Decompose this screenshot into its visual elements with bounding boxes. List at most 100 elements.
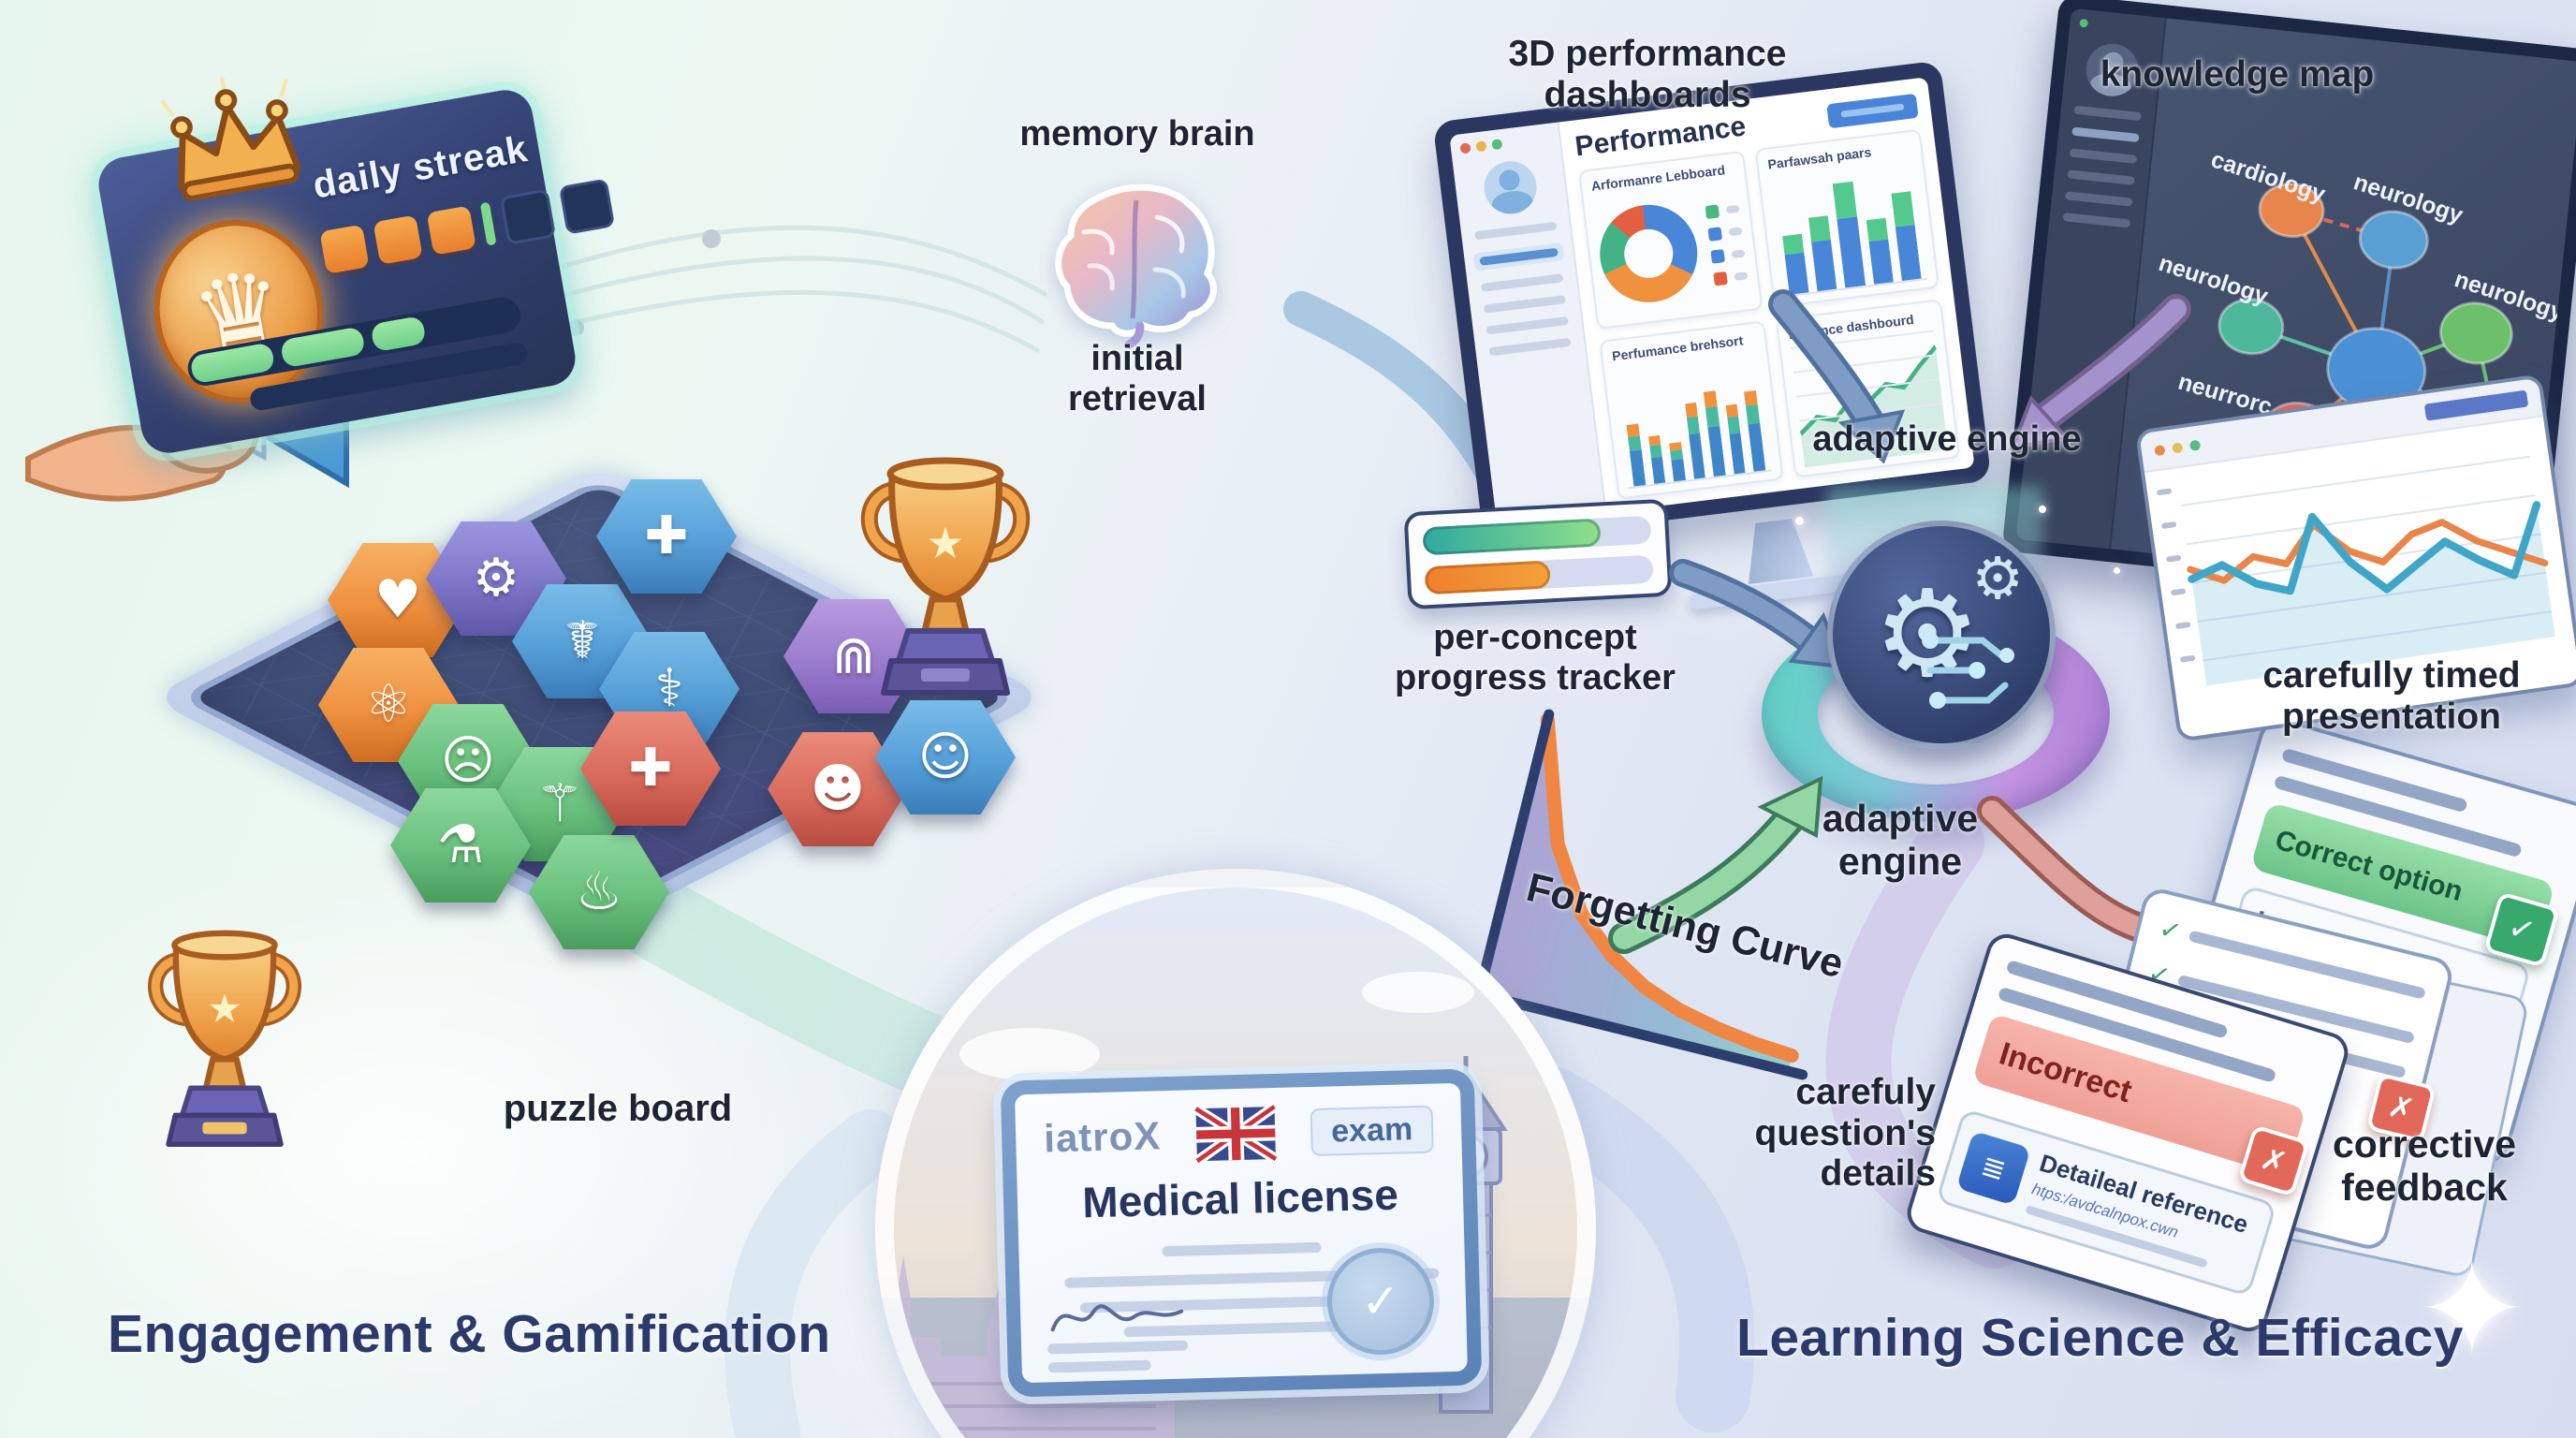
mind-gear-icon: ⚙	[472, 548, 520, 609]
titlebar-strip	[2423, 389, 2529, 421]
incorrect-banner-label: Incorrect	[1995, 1034, 2136, 1109]
knowledge-map-label: knowledge map	[2100, 54, 2375, 95]
document-icon: ≣	[1955, 1130, 2031, 1206]
window-dot-yellow	[2171, 441, 2184, 454]
left-section-title: Engagement & Gamification	[108, 1304, 831, 1364]
certificate-line	[1162, 1241, 1322, 1257]
signature-line	[1047, 1340, 1189, 1355]
cloud	[1362, 972, 1474, 1013]
window-dot-red	[1459, 142, 1471, 154]
sidebar-item	[1483, 295, 1567, 314]
foot-medication-icon: ⚗	[436, 814, 485, 875]
uk-flag-icon	[1193, 1102, 1279, 1166]
puzzle-board-label: puzzle board	[503, 1088, 733, 1129]
circuit-icon	[1922, 632, 2014, 709]
sidebar-item-active	[2071, 126, 2140, 143]
sick-face-icon: ☹	[440, 730, 496, 791]
sidebar-item	[2064, 191, 2133, 207]
legend-swatch	[1713, 271, 1728, 286]
brain-icon	[1055, 183, 1217, 349]
signature	[1050, 1304, 1184, 1332]
node-neurology	[2438, 301, 2513, 365]
progress-segment	[370, 315, 427, 353]
connection-dot	[702, 229, 721, 248]
brand-logo: iatroX	[1043, 1113, 1162, 1161]
sidebar-item	[1488, 337, 1572, 357]
node-cardiology	[2258, 182, 2325, 239]
signature-line	[1047, 1359, 1151, 1373]
holding-hand	[1513, 1406, 1577, 1438]
legend-swatch	[1705, 203, 1720, 219]
bar-chart-panel: Parfawsah paars	[1754, 128, 1940, 308]
memory-brain-label: memory brain	[1019, 114, 1255, 154]
sidebar-item	[1480, 273, 1564, 292]
legend-swatch	[1707, 226, 1722, 242]
performance-dashboard-monitor: Performance Arformanre Lebboard	[1432, 60, 1992, 543]
node-neurology	[2358, 210, 2429, 270]
trophy-large: ★	[860, 457, 1031, 696]
certificate-title: Medical license	[1081, 1169, 1399, 1227]
stacked-bar-panel: Perfumance brehsort	[1599, 320, 1784, 500]
user-avatar	[1481, 158, 1540, 217]
sidebar-item-active	[1472, 242, 1565, 271]
streak-day-filled	[373, 214, 423, 265]
hex-tile-patient-family: ☺	[875, 700, 1016, 814]
donut-panel: Arformanre Lebboard	[1577, 150, 1764, 330]
check-icon: ✓	[2156, 913, 2185, 947]
window-dot-green	[2188, 439, 2202, 451]
progress-fill-orange	[1424, 560, 1552, 595]
daily-streak-label: daily streak	[309, 128, 532, 207]
cloud	[959, 1028, 1100, 1080]
stacked-bar-chart	[1614, 351, 1772, 490]
sparkle-icon: ✦	[2417, 1236, 2527, 1383]
sidebar-item	[2073, 105, 2143, 122]
molecule-icon: ⚛	[364, 674, 413, 735]
timed-chart-area	[2144, 417, 2576, 715]
window-dot-green	[2079, 18, 2089, 28]
organ-icon: ♨	[575, 861, 623, 922]
trophy-star-icon: ★	[926, 519, 964, 567]
exam-badge: exam	[1310, 1105, 1434, 1156]
sidebar-item	[2067, 169, 2135, 185]
daily-streak-card: ♛ daily streak	[94, 77, 616, 458]
crown-icon	[160, 77, 301, 201]
adaptive-engine-top-label: adaptive engine	[1812, 419, 2082, 459]
patient-family-icon: ☺	[917, 726, 973, 787]
window-dot-green	[1491, 139, 1503, 151]
node-neurology	[2217, 298, 2285, 356]
people-group-icon: ☻	[810, 758, 866, 819]
adaptive-engine-disc: ⚙ ⚙	[1827, 521, 2056, 749]
trophy-small: ★	[148, 930, 301, 1147]
streak-day-empty	[499, 188, 557, 245]
swoosh-pale	[724, 1109, 903, 1438]
streak-day-partial	[479, 201, 497, 246]
timed-presentation-window	[2134, 374, 2576, 742]
initial-retrieval-label: initial retrieval	[1068, 339, 1207, 418]
sidebar-item	[1474, 221, 1558, 241]
bar-chart	[1769, 159, 1927, 298]
trophy-star-icon: ★	[207, 986, 242, 1030]
window-dot-yellow	[1475, 140, 1487, 153]
window-dot-orange	[2154, 444, 2166, 456]
progress-track-1	[1422, 515, 1652, 556]
sidebar-item	[1486, 315, 1569, 335]
sidebar-item	[2062, 213, 2131, 228]
hex-tile-foot-medication: ⚗	[390, 788, 531, 902]
anatomy-icon: ☤	[564, 610, 600, 671]
lungs-icon: ⋒	[831, 625, 876, 686]
hex-tile-first-aid-kit: ✚	[596, 479, 737, 594]
right-section-title: Learning Science & Efficacy	[1736, 1308, 2464, 1368]
donut-chart	[1594, 198, 1704, 308]
doctor-icon: ⚕	[654, 658, 684, 719]
sparkle-dot	[2039, 506, 2046, 513]
node-label: neurology	[2156, 250, 2272, 310]
donut-legend	[1705, 201, 1749, 286]
connection-dot	[567, 319, 584, 336]
